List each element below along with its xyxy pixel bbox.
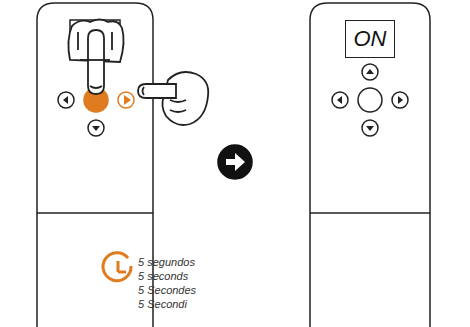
left-button: [58, 92, 74, 108]
down-button: [88, 120, 104, 136]
right-button: [392, 92, 408, 108]
clock-icon: [103, 253, 131, 281]
button-arrow: [337, 96, 342, 104]
button-arrow: [92, 126, 100, 131]
down-button: [362, 120, 378, 136]
button-arrow: [366, 69, 374, 74]
step-arrow: [218, 145, 252, 179]
duration-text: 5 segundos: [138, 256, 195, 269]
remote-divider: [37, 212, 153, 214]
remote-divider: [310, 212, 430, 214]
display-screen: ON: [345, 20, 395, 58]
right-button: [118, 92, 134, 108]
button-arrow: [63, 96, 68, 104]
left-button: [332, 92, 348, 108]
hand-icon: [68, 20, 123, 95]
remote-body: [310, 3, 430, 327]
button-arrow: [124, 95, 131, 105]
step-arrow: [226, 153, 245, 171]
screen-text: ON: [354, 28, 387, 50]
up-button: [362, 64, 378, 80]
remote-body: [37, 3, 153, 327]
button-arrow: [398, 96, 403, 104]
duration-text: 5 Secondes: [138, 284, 196, 297]
duration-text: 5 Secondi: [138, 298, 187, 311]
hand-icon: [138, 72, 208, 125]
duration-text: 5 seconds: [138, 270, 188, 283]
center-button: [358, 88, 382, 112]
button-arrow: [366, 126, 374, 131]
